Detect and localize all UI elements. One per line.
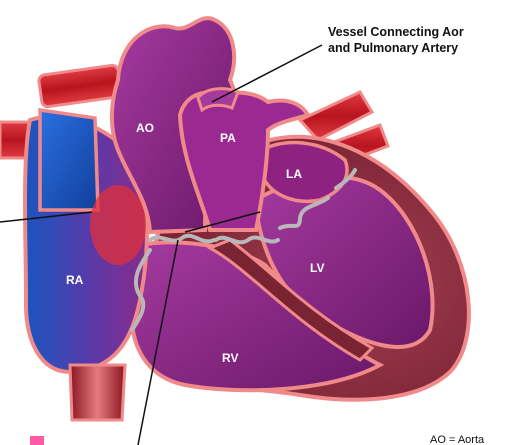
label-pa: PA <box>220 131 236 145</box>
mixing-blush <box>90 185 146 265</box>
annotation-line-1: Vessel Connecting Aor <box>328 25 464 39</box>
annotation-line-2: and Pulmonary Artery <box>328 41 458 55</box>
label-la: LA <box>286 167 302 181</box>
superior-vena-cava <box>40 110 98 210</box>
left-atrium <box>262 143 347 202</box>
label-ao: AO <box>136 121 154 135</box>
label-lv: LV <box>310 261 324 275</box>
label-rv: RV <box>222 351 238 365</box>
label-ra: RA <box>66 273 84 287</box>
legend-fragment: AO = Aorta <box>430 434 485 445</box>
inferior-vena-cava <box>70 365 125 420</box>
pink-marker <box>30 436 44 445</box>
